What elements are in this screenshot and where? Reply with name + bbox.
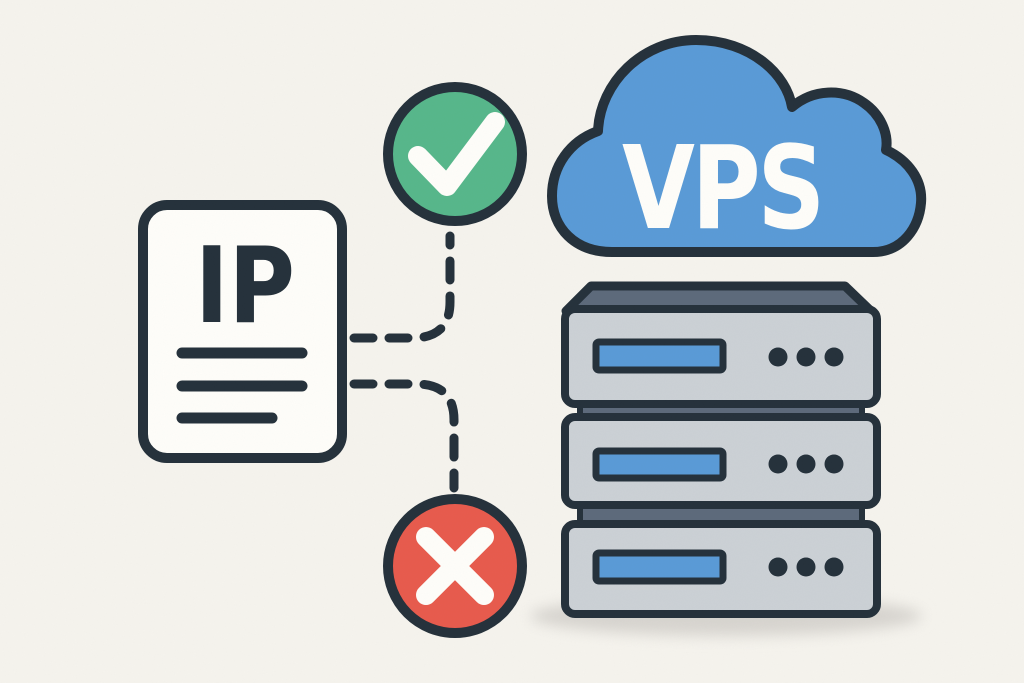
paper-texture-overlay (0, 0, 1024, 683)
illustration-canvas: VPS IP (0, 0, 1024, 683)
vps-ip-diagram: VPS IP (0, 0, 1024, 683)
